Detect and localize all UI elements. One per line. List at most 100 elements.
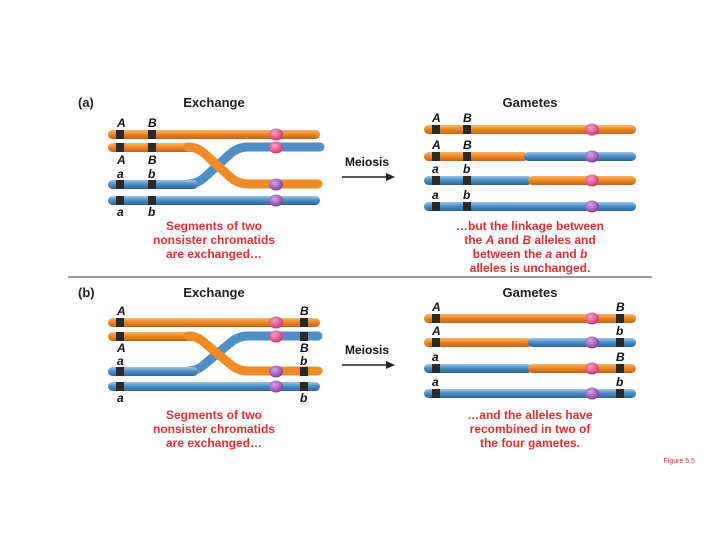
gamete-allele-label: a (432, 350, 439, 364)
band (300, 382, 308, 391)
gamete-allele-label: a (432, 188, 439, 202)
caption-line: Segments of two (166, 219, 262, 233)
band (432, 176, 440, 185)
allele-label: a (117, 205, 124, 219)
band (616, 364, 624, 373)
chromatid-blue (108, 196, 320, 205)
centromere (585, 362, 599, 375)
centromere (269, 178, 283, 191)
band (432, 389, 440, 398)
band (148, 143, 156, 152)
centromere (269, 128, 283, 141)
centromere (269, 194, 283, 207)
band (116, 318, 124, 327)
gamete-allele-label: B (616, 300, 625, 314)
allele-label: A (116, 304, 126, 318)
allele-label: a (117, 354, 124, 368)
caption-line: nonsister chromatids (153, 422, 275, 436)
caption-line: alleles is unchanged. (470, 261, 591, 275)
allele-label: a (117, 167, 124, 181)
panel-b-caption-left: Segments of two nonsister chromatids are… (153, 408, 275, 450)
band (116, 143, 124, 152)
allele-label: A (116, 153, 126, 167)
gamete-chromatid (424, 125, 636, 134)
chromatid-orange-crossover (108, 332, 198, 341)
gamete-allele-label: a (432, 375, 439, 389)
gamete-allele-label: b (463, 188, 470, 202)
gamete-allele-label: a (432, 162, 439, 176)
crossover-strand-orange (183, 331, 323, 376)
band (432, 314, 440, 323)
panel-a-chromatids (108, 128, 325, 207)
gamete-chromatid (424, 176, 532, 185)
chromatid-orange (108, 130, 320, 139)
allele-label: A (116, 341, 126, 355)
chromatid-blue-crossover (108, 367, 198, 376)
caption-line: are exchanged… (166, 436, 262, 450)
band (116, 180, 124, 189)
caption-line: recombined in two of (470, 422, 592, 436)
allele-label: B (148, 116, 157, 130)
band (616, 314, 624, 323)
band (148, 196, 156, 205)
gamete-chromatid (424, 202, 636, 211)
allele-label: B (300, 304, 309, 318)
gamete-allele-label: B (463, 138, 472, 152)
band (432, 152, 440, 161)
gamete-chromatid (424, 389, 636, 398)
gamete-allele-label: B (463, 111, 472, 125)
caption-line: Segments of two (166, 408, 262, 422)
allele-label: B (148, 153, 157, 167)
panel-a-gametes-heading: Gametes (503, 95, 558, 110)
band (300, 367, 308, 376)
chromatid-blue (108, 382, 320, 391)
caption-line: between the a and b (473, 247, 588, 261)
centromere (585, 200, 599, 213)
band (463, 176, 471, 185)
panel-a-caption-right: …but the linkage between the A and B all… (456, 219, 604, 275)
panel-a-gametes (424, 123, 636, 213)
panel-b-gametes (424, 312, 636, 400)
band (616, 338, 624, 347)
gamete-chromatid (524, 152, 636, 161)
caption-line: …but the linkage between (456, 219, 604, 233)
centromere (585, 123, 599, 136)
panel-b-caption-right: …and the alleles have recombined in two … (467, 408, 593, 450)
centromere (269, 380, 283, 393)
panel-a-label: (a) (78, 95, 94, 110)
centromere (585, 387, 599, 400)
gamete-chromatid (424, 152, 528, 161)
gamete-allele-label: B (616, 350, 625, 364)
band (300, 332, 308, 341)
band (148, 180, 156, 189)
panel-a: (a) Exchange Gametes (78, 95, 636, 275)
allele-label: b (148, 167, 155, 181)
gamete-chromatid (528, 176, 636, 185)
band (116, 367, 124, 376)
allele-label: A (116, 116, 126, 130)
band (116, 196, 124, 205)
band (463, 202, 471, 211)
allele-label: b (300, 354, 307, 368)
gamete-chromatid (424, 338, 532, 347)
panel-b-gametes-heading: Gametes (503, 285, 558, 300)
gamete-allele-label: A (431, 300, 441, 314)
gamete-allele-label: A (431, 138, 441, 152)
chromatid-orange (108, 318, 320, 327)
band (432, 338, 440, 347)
allele-label: b (300, 391, 307, 405)
band (432, 202, 440, 211)
band (463, 125, 471, 134)
caption-line: are exchanged… (166, 247, 262, 261)
centromere (585, 336, 599, 349)
gamete-allele-label: b (616, 324, 623, 338)
gamete-allele-label: A (431, 324, 441, 338)
panel-b-exchange-heading: Exchange (183, 285, 244, 300)
meiosis-label: Meiosis (345, 155, 389, 169)
panel-b-label: (b) (78, 285, 95, 300)
centromere (585, 174, 599, 187)
band (116, 332, 124, 341)
gamete-allele-label: b (616, 375, 623, 389)
panel-a-exchange-heading: Exchange (183, 95, 244, 110)
